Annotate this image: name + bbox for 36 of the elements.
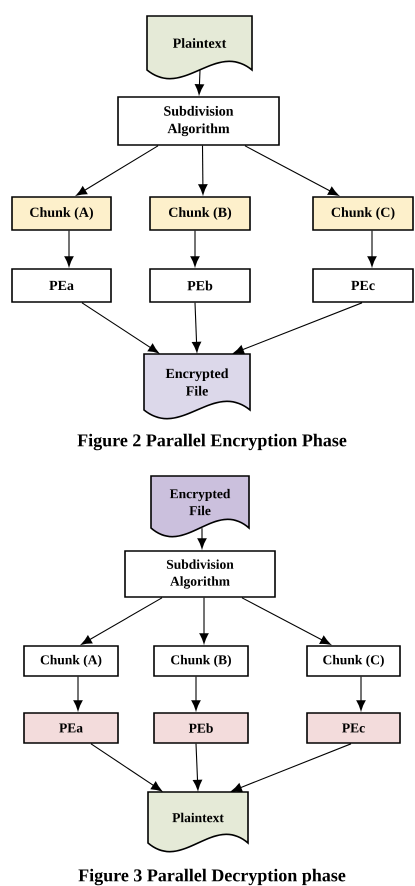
process-box: Subdivision Algorithm [117,96,280,146]
process-box: Chunk (B) [153,645,249,677]
figure-caption: Figure 3 Parallel Decryption phase [78,868,346,886]
arrow [193,744,202,790]
process-box: PEa [23,712,119,744]
arrow [199,598,209,644]
arrow [192,302,202,352]
process-box: PEc [312,268,414,303]
arrow [198,146,208,195]
arrow [194,70,204,95]
arrow [367,230,377,267]
arrow [64,230,74,267]
process-box: Chunk (C) [306,645,401,677]
arrow [76,145,158,196]
process-box: Chunk (B) [149,196,251,231]
arrow [197,528,207,549]
arrow [90,743,162,792]
arrow [81,597,162,645]
arrow [190,230,200,267]
process-box: PEb [149,268,251,303]
arrow [73,676,83,711]
arrow [82,302,159,354]
arrow [233,302,362,354]
process-box: Chunk (A) [11,196,112,231]
process-box: Chunk (C) [312,196,414,231]
arrow [242,597,331,645]
process-box: Subdivision Algorithm [124,550,276,598]
arrow [356,676,366,711]
process-box: PEa [11,268,112,303]
arrow [244,145,339,196]
arrow [191,676,201,711]
process-box: PEb [153,712,249,744]
figure-caption: Figure 2 Parallel Encryption Phase [78,434,346,450]
process-box: Chunk (A) [23,645,119,677]
process-box: PEc [306,712,401,744]
arrow [231,743,352,792]
